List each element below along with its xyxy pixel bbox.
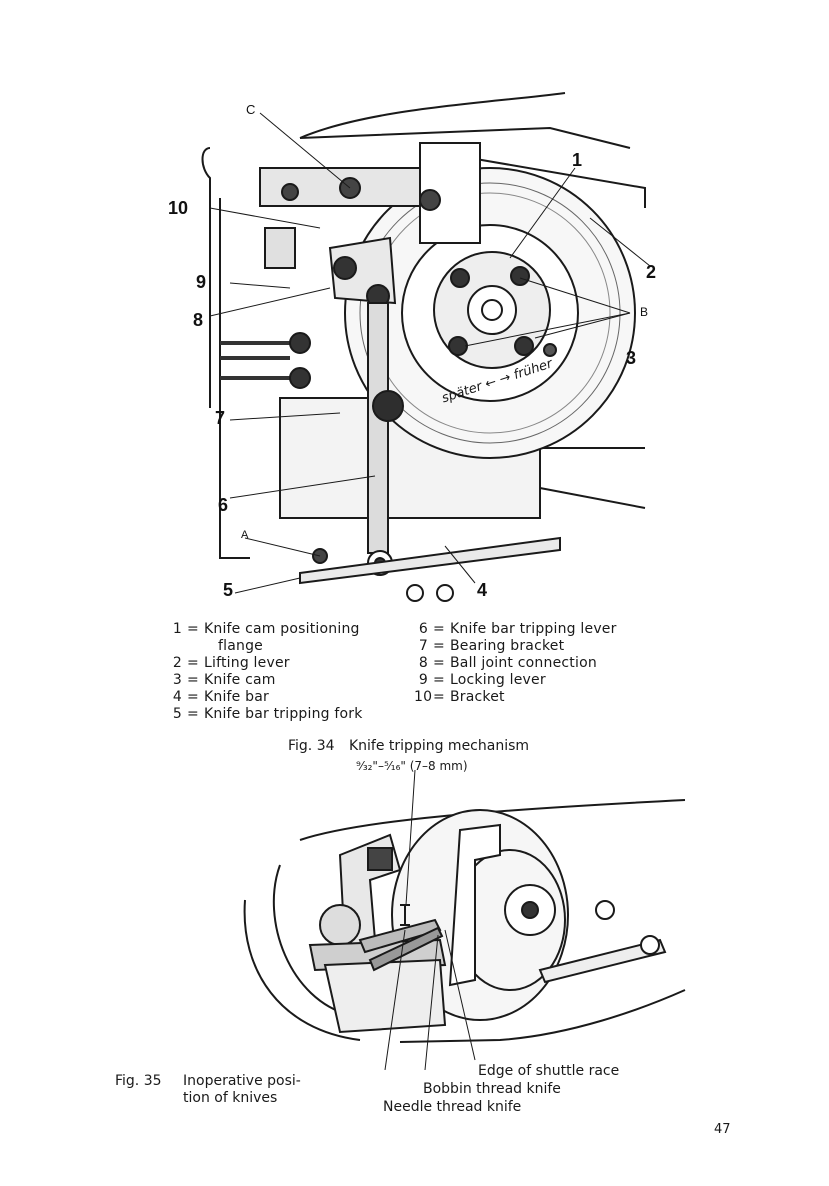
figure-34-label: Fig. 34 [288, 738, 335, 754]
figure-34-caption: Fig. 34 Knife tripping mechanism [288, 738, 529, 754]
figure-34-title: Knife tripping mechanism [348, 738, 530, 754]
callout-b: B [640, 305, 649, 319]
label-bobbin-thread-knife: Bobbin thread knife [423, 1081, 561, 1097]
label-needle-thread-knife: Needle thread knife [383, 1099, 522, 1115]
legend-item-1-cont: flange [218, 638, 263, 654]
knife-tripping-mechanism-illustration [201, 92, 650, 602]
figure-35-label: Fig. 35 [115, 1073, 162, 1089]
callout-7: 7 [215, 408, 226, 428]
legend-item-2: 2=Lifting lever [172, 655, 290, 671]
callout-c: C [246, 102, 256, 117]
legend-item-7: 7=Bearing bracket [418, 638, 565, 654]
legend-item-8: 8=Ball joint connection [418, 655, 597, 671]
callout-5: 5 [223, 580, 234, 600]
callout-4: 4 [477, 580, 488, 600]
callout-6: 6 [218, 495, 229, 515]
figure-35-dimension: ⁹⁄₃₂"–⁵⁄₁₆" (7–8 mm) [356, 759, 468, 773]
figure-35-drawing [240, 770, 690, 1070]
figure-35-caption-line1: Inoperative posi- [183, 1073, 301, 1089]
figure-34-drawing [190, 88, 650, 608]
shuttle-knives-illustration [243, 770, 686, 1070]
callout-1: 1 [572, 150, 583, 170]
legend-item-5: 5=Knife bar tripping fork [172, 706, 363, 722]
legend-item-6: 6=Knife bar tripping lever [418, 621, 617, 637]
legend-item-3: 3=Knife cam [172, 672, 276, 688]
callout-10: 10 [168, 198, 189, 218]
callout-3: 3 [626, 348, 637, 368]
legend-item-9: 9=Locking lever [418, 672, 546, 688]
legend-item-10: 10=Bracket [414, 689, 505, 705]
legend-item-4: 4=Knife bar [172, 689, 269, 705]
callout-2: 2 [646, 262, 657, 282]
callout-8: 8 [193, 310, 204, 330]
page-number: 47 [714, 1122, 731, 1137]
callout-a: A [241, 529, 249, 541]
label-edge-of-shuttle-race: Edge of shuttle race [478, 1063, 620, 1079]
legend-item-1: 1=Knife cam positioning [172, 621, 360, 637]
callout-9: 9 [196, 272, 207, 292]
figure-35-caption-line2: tion of knives [183, 1090, 278, 1106]
